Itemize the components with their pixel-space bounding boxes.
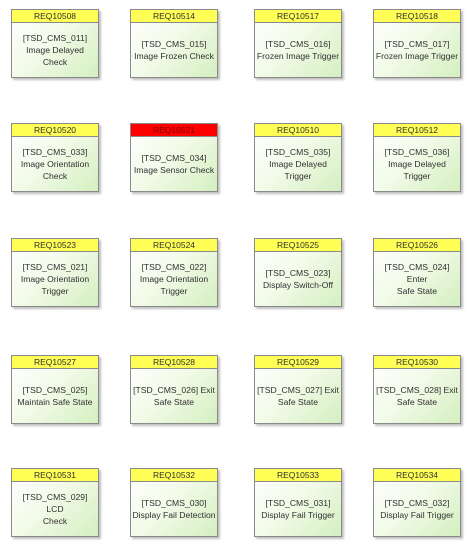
requirement-body: [TSD_CMS_029] LCD Check bbox=[12, 482, 98, 536]
requirement-name: [TSD_CMS_032] Display Fail Trigger bbox=[380, 498, 454, 520]
requirement-element[interactable]: REQ10529 [TSD_CMS_027] Exit Safe State bbox=[254, 355, 342, 424]
requirement-element[interactable]: REQ10512 [TSD_CMS_036] Image Delayed Tri… bbox=[373, 123, 461, 192]
requirement-body: [TSD_CMS_023] Display Switch-Off bbox=[255, 252, 341, 306]
requirement-id: REQ10525 bbox=[255, 239, 341, 252]
requirement-name: [TSD_CMS_030] Display Fail Detection bbox=[132, 498, 216, 520]
requirement-body: [TSD_CMS_028] Exit Safe State bbox=[374, 369, 460, 423]
requirement-id: REQ10518 bbox=[374, 10, 460, 23]
requirement-id: REQ10528 bbox=[131, 356, 217, 369]
requirement-id: REQ10526 bbox=[374, 239, 460, 252]
requirement-name: [TSD_CMS_034] Image Sensor Check bbox=[133, 153, 215, 175]
requirement-name: [TSD_CMS_021] Image Orientation Trigger bbox=[20, 262, 90, 296]
requirement-element[interactable]: REQ10524 [TSD_CMS_022] Image Orientation… bbox=[130, 238, 218, 307]
requirement-body: [TSD_CMS_032] Display Fail Trigger bbox=[374, 482, 460, 536]
requirement-name: [TSD_CMS_022] Image Orientation Trigger bbox=[139, 262, 209, 296]
requirement-body: [TSD_CMS_016] Frozen Image Trigger bbox=[255, 23, 341, 77]
requirement-id: REQ10520 bbox=[12, 124, 98, 137]
requirement-element[interactable]: REQ10521 [TSD_CMS_034] Image Sensor Chec… bbox=[130, 123, 218, 192]
requirement-id: REQ10531 bbox=[12, 469, 98, 482]
requirement-name: [TSD_CMS_025] Maintain Safe State bbox=[17, 385, 93, 407]
requirement-body: [TSD_CMS_034] Image Sensor Check bbox=[131, 137, 217, 191]
requirement-id: REQ10510 bbox=[255, 124, 341, 137]
requirement-element[interactable]: REQ10525 [TSD_CMS_023] Display Switch-Of… bbox=[254, 238, 342, 307]
requirement-name: [TSD_CMS_026] Exit Safe State bbox=[133, 385, 215, 407]
requirement-element[interactable]: REQ10534 [TSD_CMS_032] Display Fail Trig… bbox=[373, 468, 461, 537]
requirement-element[interactable]: REQ10532 [TSD_CMS_030] Display Fail Dete… bbox=[130, 468, 218, 537]
requirement-element[interactable]: REQ10530 [TSD_CMS_028] Exit Safe State bbox=[373, 355, 461, 424]
requirement-name: [TSD_CMS_011] Image Delayed Check bbox=[22, 33, 88, 67]
requirement-element[interactable]: REQ10533 [TSD_CMS_031] Display Fail Trig… bbox=[254, 468, 342, 537]
requirement-element[interactable]: REQ10514 [TSD_CMS_015] Image Frozen Chec… bbox=[130, 9, 218, 78]
requirement-body: [TSD_CMS_024] Enter Safe State bbox=[374, 252, 460, 306]
requirement-body: [TSD_CMS_022] Image Orientation Trigger bbox=[131, 252, 217, 306]
requirement-element[interactable]: REQ10527 [TSD_CMS_025] Maintain Safe Sta… bbox=[11, 355, 99, 424]
requirement-body: [TSD_CMS_027] Exit Safe State bbox=[255, 369, 341, 423]
requirement-name: [TSD_CMS_036] Image Delayed Trigger bbox=[384, 147, 450, 181]
requirement-element[interactable]: REQ10520 [TSD_CMS_033] Image Orientation… bbox=[11, 123, 99, 192]
requirement-element[interactable]: REQ10518 [TSD_CMS_017] Frozen Image Trig… bbox=[373, 9, 461, 78]
requirement-body: [TSD_CMS_031] Display Fail Trigger bbox=[255, 482, 341, 536]
requirement-name: [TSD_CMS_027] Exit Safe State bbox=[257, 385, 339, 407]
requirement-body: [TSD_CMS_036] Image Delayed Trigger bbox=[374, 137, 460, 191]
requirement-id: REQ10533 bbox=[255, 469, 341, 482]
requirement-element[interactable]: REQ10526 [TSD_CMS_024] Enter Safe State bbox=[373, 238, 461, 307]
requirement-id: REQ10524 bbox=[131, 239, 217, 252]
requirement-id: REQ10530 bbox=[374, 356, 460, 369]
requirement-body: [TSD_CMS_017] Frozen Image Trigger bbox=[374, 23, 460, 77]
requirement-name: [TSD_CMS_029] LCD Check bbox=[22, 492, 88, 526]
requirement-id: REQ10534 bbox=[374, 469, 460, 482]
requirement-element[interactable]: REQ10508 [TSD_CMS_011] Image Delayed Che… bbox=[11, 9, 99, 78]
requirement-id: REQ10523 bbox=[12, 239, 98, 252]
requirement-id: REQ10521 bbox=[131, 124, 217, 137]
requirement-name: [TSD_CMS_023] Display Switch-Off bbox=[262, 268, 334, 290]
requirement-body: [TSD_CMS_026] Exit Safe State bbox=[131, 369, 217, 423]
requirement-body: [TSD_CMS_030] Display Fail Detection bbox=[131, 482, 217, 536]
requirement-body: [TSD_CMS_033] Image Orientation Check bbox=[12, 137, 98, 191]
requirement-body: [TSD_CMS_011] Image Delayed Check bbox=[12, 23, 98, 77]
requirement-id: REQ10512 bbox=[374, 124, 460, 137]
requirement-name: [TSD_CMS_033] Image Orientation Check bbox=[20, 147, 90, 181]
requirement-body: [TSD_CMS_035] Image Delayed Trigger bbox=[255, 137, 341, 191]
requirement-body: [TSD_CMS_025] Maintain Safe State bbox=[12, 369, 98, 423]
requirement-name: [TSD_CMS_028] Exit Safe State bbox=[376, 385, 458, 407]
requirement-name: [TSD_CMS_024] Enter Safe State bbox=[384, 262, 450, 296]
requirement-id: REQ10532 bbox=[131, 469, 217, 482]
requirement-id: REQ10508 bbox=[12, 10, 98, 23]
requirement-name: [TSD_CMS_031] Display Fail Trigger bbox=[261, 498, 335, 520]
requirement-element[interactable]: REQ10523 [TSD_CMS_021] Image Orientation… bbox=[11, 238, 99, 307]
requirement-body: [TSD_CMS_021] Image Orientation Trigger bbox=[12, 252, 98, 306]
requirement-name: [TSD_CMS_035] Image Delayed Trigger bbox=[265, 147, 331, 181]
requirement-element[interactable]: REQ10528 [TSD_CMS_026] Exit Safe State bbox=[130, 355, 218, 424]
requirement-element[interactable]: REQ10531 [TSD_CMS_029] LCD Check bbox=[11, 468, 99, 537]
requirement-name: [TSD_CMS_017] Frozen Image Trigger bbox=[375, 39, 459, 61]
requirement-name: [TSD_CMS_016] Frozen Image Trigger bbox=[256, 39, 340, 61]
requirement-element[interactable]: REQ10510 [TSD_CMS_035] Image Delayed Tri… bbox=[254, 123, 342, 192]
requirement-id: REQ10517 bbox=[255, 10, 341, 23]
requirement-id: REQ10514 bbox=[131, 10, 217, 23]
requirement-element[interactable]: REQ10517 [TSD_CMS_016] Frozen Image Trig… bbox=[254, 9, 342, 78]
requirement-body: [TSD_CMS_015] Image Frozen Check bbox=[131, 23, 217, 77]
requirement-id: REQ10527 bbox=[12, 356, 98, 369]
requirement-name: [TSD_CMS_015] Image Frozen Check bbox=[134, 39, 214, 61]
requirement-id: REQ10529 bbox=[255, 356, 341, 369]
